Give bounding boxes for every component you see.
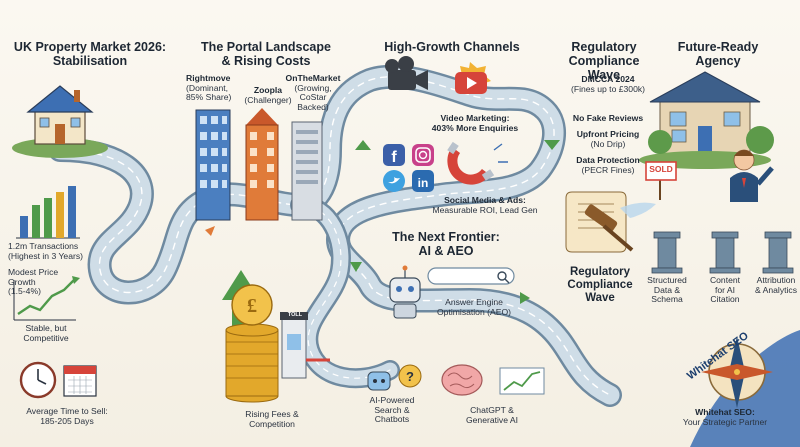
svg-text:f: f [391,149,397,166]
onthemarket-building [291,121,323,221]
magnet-icon [447,141,508,185]
twitter-icon [383,170,405,192]
gavel-icon [584,204,634,252]
brain-icon [441,364,483,396]
house-icon [12,85,108,158]
data-protection-label: Data Protection(PECR Fines) [576,155,640,175]
coin-stack-icon: £ [225,284,279,403]
calendar-icon [63,365,97,397]
clock-icon [19,361,57,399]
linkedin-icon: in [412,170,434,192]
growth-line-icon [13,276,80,321]
search-bar-icon [427,267,515,285]
toll-label: TOLL [287,312,303,318]
sold-sign-label: SOLD [649,164,673,174]
ai-chart-icon [499,367,545,395]
zoopla-building [245,108,279,221]
svg-text:?: ? [406,369,414,384]
svg-text:in: in [418,176,429,190]
robot-icon [389,265,421,319]
svg-text:£: £ [247,295,257,317]
strategic-partner-label: Whitehat SEO:Your Strategic Partner [682,407,768,427]
transactions-label: 1.2m Transactions(Highest in 3 Years) [8,241,83,261]
social-media-label: Social Media & Ads:Measurable ROI, Lead … [432,195,538,215]
zoopla-label: Zoopla(Challenger) [244,85,292,105]
rightmove-building [195,109,231,221]
dmcca-label: DMCCA 2024(Fines up to £300k) [570,74,646,94]
pillar-icon [651,231,794,274]
chatbot-icon: ? [367,364,422,391]
facebook-icon: f [383,144,405,166]
road-arrows [205,140,560,304]
upfront-pricing-label: Upfront Pricing(No Drip) [576,129,640,149]
instagram-icon [412,144,434,166]
agent-icon [730,149,774,202]
portals-title: The Portal Landscape& Rising Costs [201,40,331,68]
toll-booth-icon [280,312,330,379]
sold-sign [645,161,677,200]
chatgpt-label: ChatGPT &Generative AI [465,405,519,425]
fake-reviews-label: No Fake Reviews [572,113,644,123]
video-marketing-label: Video Marketing:403% More Enquiries [431,113,519,133]
market-title: UK Property Market 2026:Stabilisation [13,40,167,68]
scroll-icon [565,191,656,253]
pillar-attribution-label: Attribution& Analytics [754,275,798,295]
time-to-sell-label: Average Time to Sell:185-205 Days [26,406,108,426]
agency-house-icon [639,71,774,169]
video-camera-icon [385,56,428,90]
rightmove-label: Rightmove(Dominant,85% Share) [186,73,232,103]
frontier-title: The Next Frontier:AI & AEO [392,230,500,258]
youtube-icon [455,62,491,94]
bar-chart-icon [16,186,80,239]
compass-icon [701,336,773,408]
rising-fees-label: Rising Fees &Competition [245,409,299,429]
channels-title: High-Growth Channels [384,40,520,54]
